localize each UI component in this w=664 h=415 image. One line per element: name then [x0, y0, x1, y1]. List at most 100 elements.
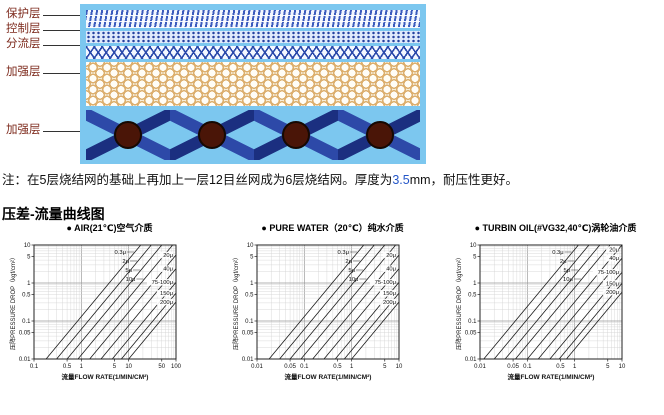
leader-line [42, 130, 80, 132]
svg-text:0.3μ: 0.3μ [337, 250, 348, 256]
svg-text:75-100μ: 75-100μ [597, 270, 618, 276]
label-row-reinforcement-2: 加强层 [6, 124, 80, 137]
svg-text:10: 10 [246, 243, 253, 249]
note-highlight: 3.5 [392, 173, 410, 187]
svg-text:0.01: 0.01 [251, 364, 263, 370]
svg-text:压降PRESSURE DROP（kgf/cm²）: 压降PRESSURE DROP（kgf/cm²） [232, 254, 240, 350]
svg-text:0.3μ: 0.3μ [114, 250, 125, 256]
svg-text:压降PRESSURE DROP（kgf/cm²）: 压降PRESSURE DROP（kgf/cm²） [455, 254, 463, 350]
svg-text:20μ: 20μ [386, 253, 396, 259]
svg-text:10: 10 [23, 243, 30, 249]
chart-block-oil: ● TURBIN OIL(#VG32,40℃)涡轮油介质 0.01 0.05 0.1… [448, 222, 663, 394]
svg-text:5: 5 [250, 254, 254, 260]
chart-title-air: ● AIR(21℃)空气介质 [66, 223, 153, 233]
svg-text:流量FLOW RATE(1/MIN/CM²): 流量FLOW RATE(1/MIN/CM²) [507, 372, 594, 381]
svg-text:流量FLOW RATE(1/MIN/CM²): 流量FLOW RATE(1/MIN/CM²) [284, 372, 371, 381]
section-heading: 压差-流量曲线图 [2, 206, 105, 222]
distribution-layer-band [86, 46, 420, 59]
svg-text:10μ: 10μ [563, 277, 573, 283]
svg-text:1: 1 [27, 281, 31, 287]
svg-text:2μ: 2μ [122, 259, 129, 265]
svg-text:50: 50 [158, 364, 165, 370]
svg-text:1: 1 [250, 281, 254, 287]
svg-text:0.1: 0.1 [300, 364, 309, 370]
leader-line [42, 29, 80, 31]
svg-text:1: 1 [349, 364, 353, 370]
chart-title-water: ● PURE WATER（20℃）纯水介质 [261, 223, 404, 233]
svg-text:40μ: 40μ [386, 267, 396, 273]
svg-text:0.05: 0.05 [507, 364, 519, 370]
svg-text:2μ: 2μ [345, 259, 352, 265]
chart-title-oil: ● TURBIN OIL(#VG32,40℃)涡轮油介质 [474, 223, 637, 233]
svg-text:5μ: 5μ [125, 268, 132, 274]
svg-text:5: 5 [383, 364, 387, 370]
svg-text:0.5: 0.5 [22, 292, 31, 298]
svg-text:0.01: 0.01 [18, 357, 30, 363]
sintered-wire-node [198, 121, 226, 149]
reinforcement-layer-coarse-band [86, 62, 420, 106]
svg-text:10μ: 10μ [348, 277, 358, 283]
svg-text:流量FLOW RATE(1/MIN/CM²): 流量FLOW RATE(1/MIN/CM²) [61, 372, 148, 381]
svg-text:0.05: 0.05 [241, 330, 253, 336]
svg-text:200μ: 200μ [159, 300, 172, 306]
layer-label: 分流层 [6, 38, 41, 50]
charts-row: ● AIR(21℃)空气介质 0.1 0.5 1 5 10 50 100 10 5 1 0.5 0.1… [2, 222, 663, 394]
svg-text:1: 1 [473, 281, 477, 287]
weave-pattern-svg [86, 110, 420, 160]
svg-text:0.1: 0.1 [22, 319, 31, 325]
sintered-wire-node [366, 121, 394, 149]
svg-text:0.01: 0.01 [464, 357, 476, 363]
leader-line [42, 44, 80, 46]
svg-text:0.5: 0.5 [245, 292, 254, 298]
svg-text:0.05: 0.05 [284, 364, 296, 370]
leader-line [42, 14, 80, 16]
layer-label: 加强层 [6, 66, 41, 78]
svg-text:10: 10 [125, 364, 132, 370]
svg-text:0.1: 0.1 [245, 319, 254, 325]
svg-text:1: 1 [572, 364, 576, 370]
svg-text:10: 10 [469, 243, 476, 249]
svg-text:75-100μ: 75-100μ [374, 280, 395, 286]
svg-text:150μ: 150μ [382, 291, 395, 297]
svg-text:150μ: 150μ [159, 291, 172, 297]
sintered-mesh-diagram-panel [80, 4, 426, 164]
label-row-reinforcement-1: 加强层 [6, 66, 80, 79]
svg-text:0.01: 0.01 [241, 357, 253, 363]
layer-label: 保护层 [6, 8, 41, 20]
control-layer-band [86, 31, 420, 43]
svg-text:200μ: 200μ [382, 300, 395, 306]
svg-text:5: 5 [112, 364, 116, 370]
label-row-control: 控制层 [6, 23, 80, 36]
svg-text:5μ: 5μ [348, 268, 355, 274]
svg-text:5: 5 [473, 254, 477, 260]
svg-text:10: 10 [618, 364, 625, 370]
svg-text:5: 5 [606, 364, 610, 370]
reinforcement-weave-band [86, 110, 420, 160]
svg-text:75-100μ: 75-100μ [151, 280, 172, 286]
protection-layer-band [86, 10, 420, 28]
svg-text:0.1: 0.1 [523, 364, 532, 370]
svg-text:0.5: 0.5 [556, 364, 565, 370]
sintered-wire-node [114, 121, 142, 149]
svg-text:0.1: 0.1 [29, 364, 38, 370]
note-prefix: 注：在5层烧结网的基础上再加上一层12目丝网成为6层烧结网。厚度为 [2, 173, 393, 187]
svg-text:150μ: 150μ [605, 281, 618, 287]
svg-text:0.5: 0.5 [468, 292, 477, 298]
svg-text:2μ: 2μ [560, 259, 567, 265]
svg-text:0.05: 0.05 [464, 330, 476, 336]
svg-text:200μ: 200μ [605, 290, 618, 296]
svg-text:0.5: 0.5 [62, 364, 71, 370]
svg-text:0.1: 0.1 [468, 319, 477, 325]
svg-text:100: 100 [170, 364, 181, 370]
svg-text:10: 10 [395, 364, 402, 370]
svg-text:20μ: 20μ [163, 253, 173, 259]
